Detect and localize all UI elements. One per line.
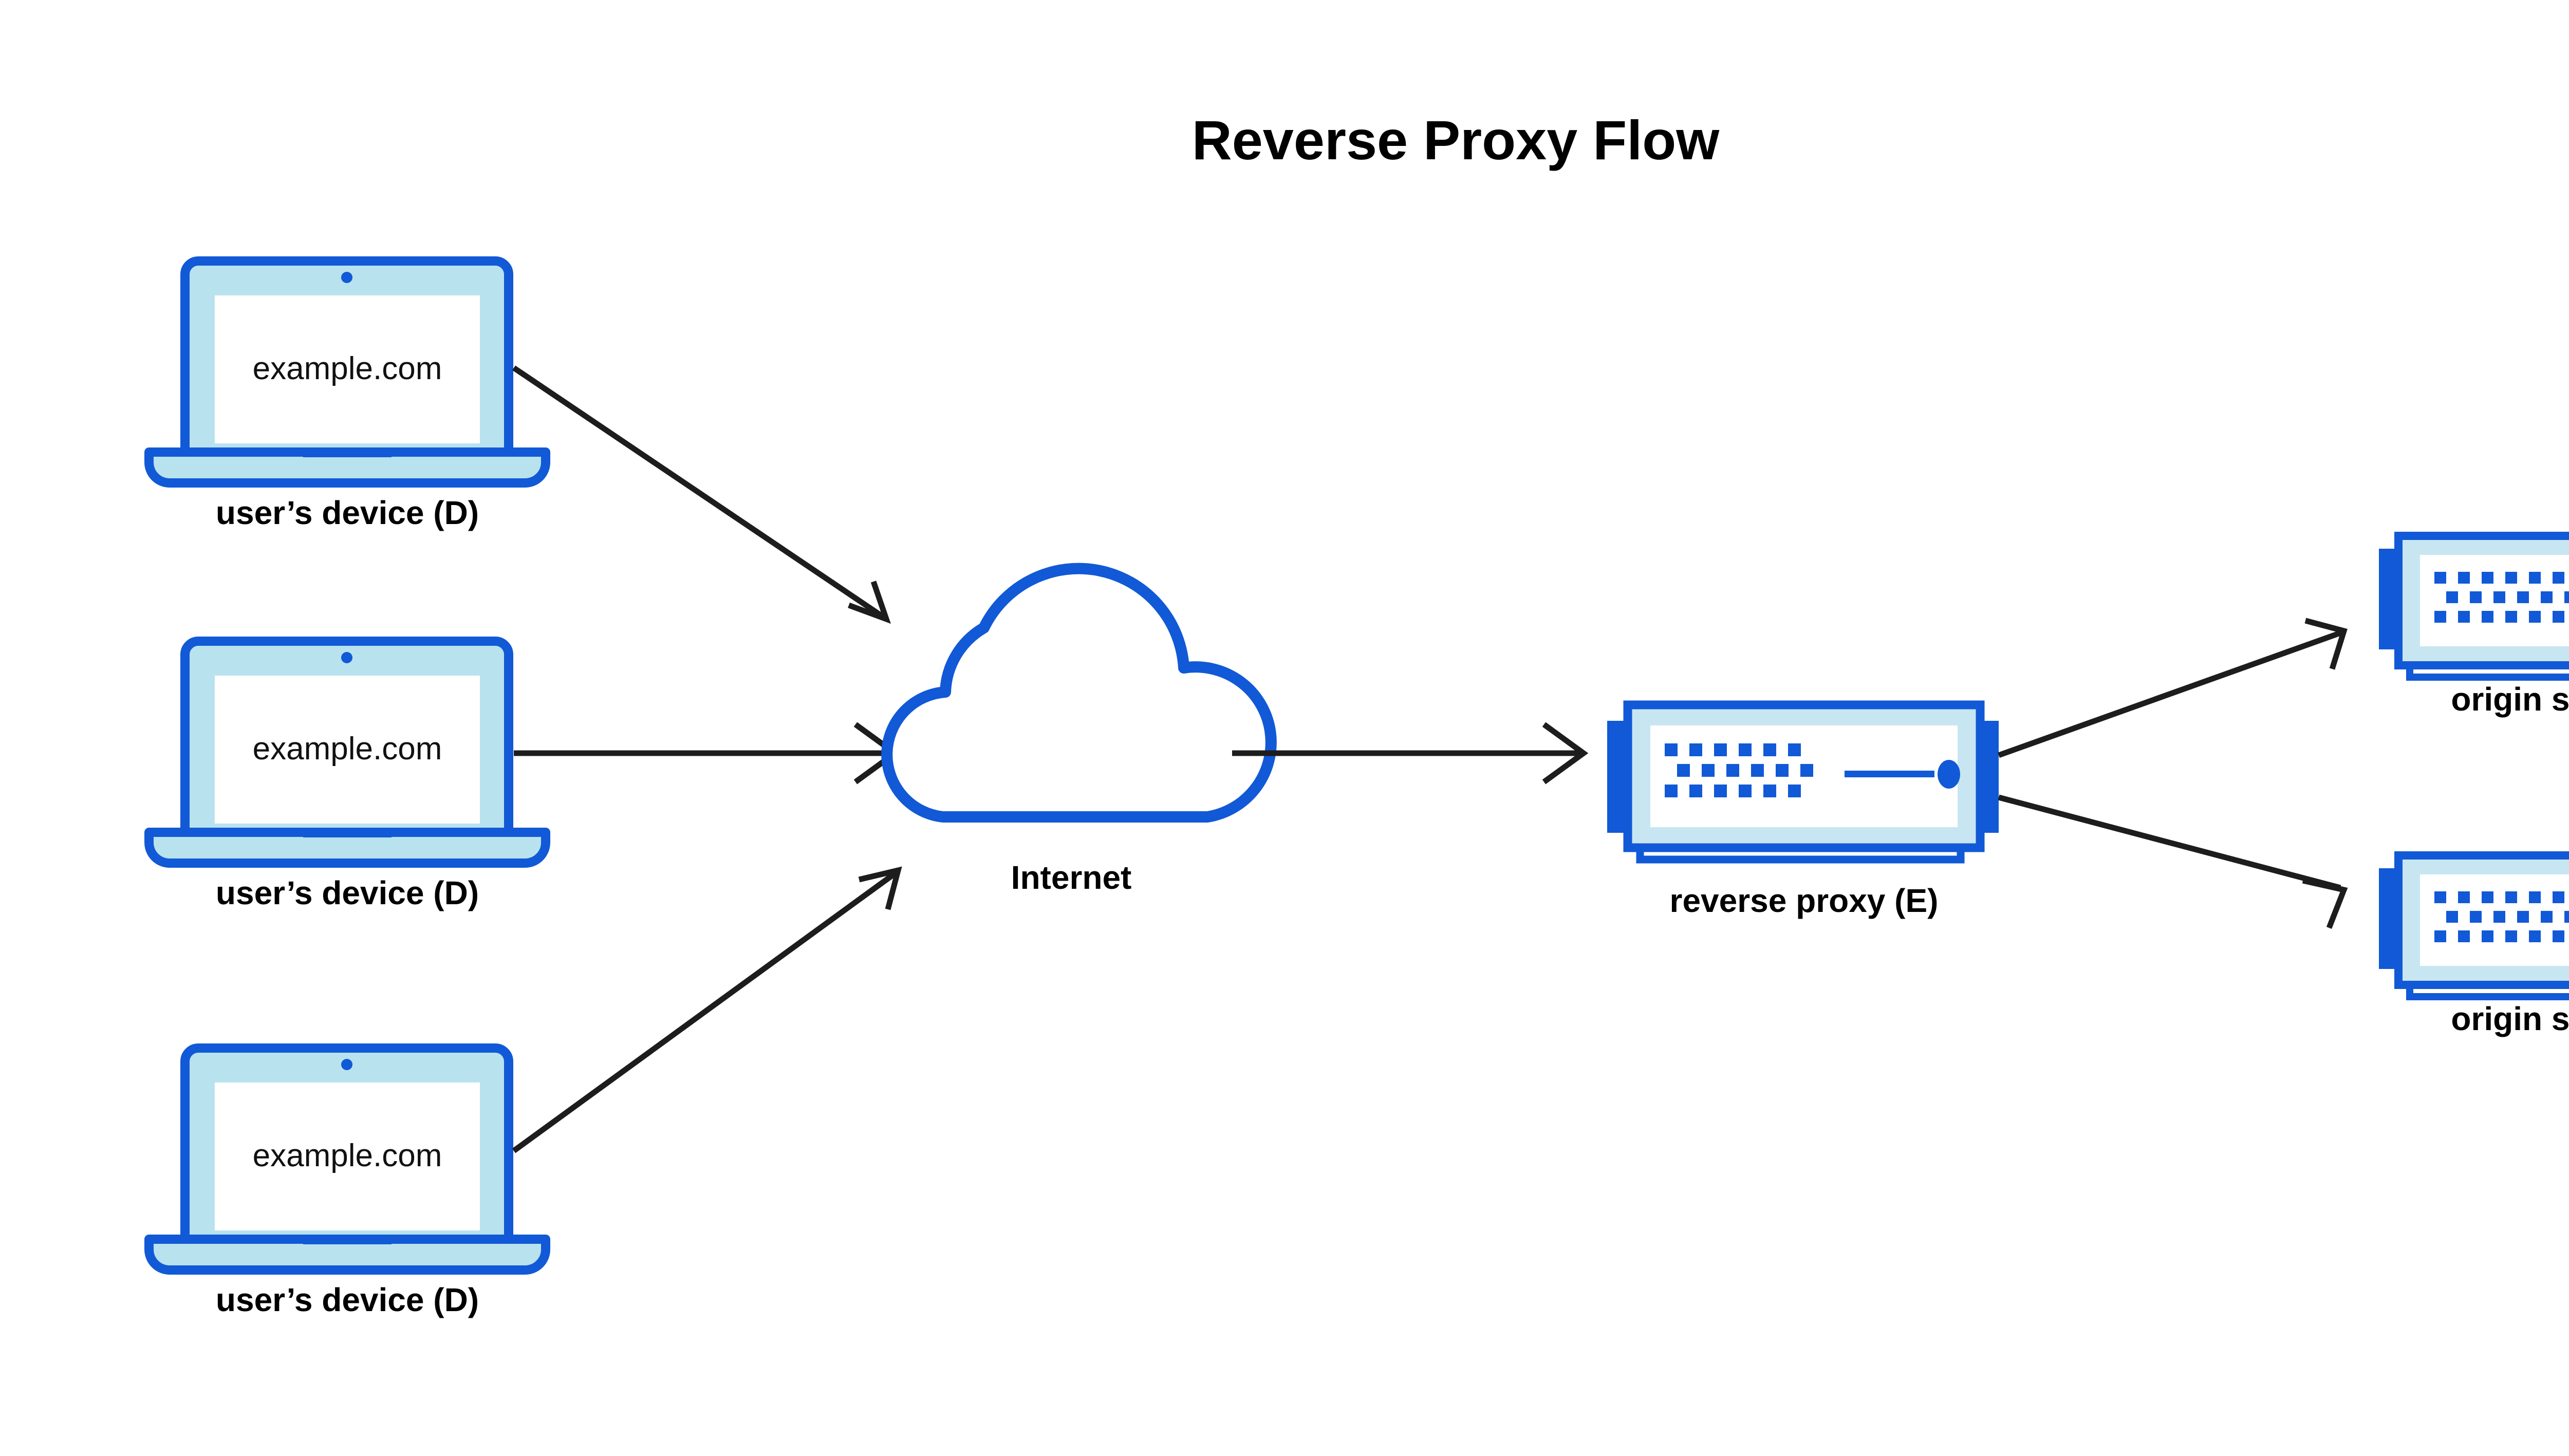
- client-middle-label: user’s device (D): [216, 874, 479, 911]
- server-status-line: [1845, 771, 1934, 777]
- laptop-screen: [215, 1082, 480, 1230]
- internet-label: Internet: [1011, 859, 1132, 896]
- webcam-icon: [341, 652, 352, 663]
- client-device-bottom[interactable]: example.com user’s device (D): [144, 1043, 550, 1318]
- client-device-top[interactable]: example.com user’s device (D): [144, 256, 550, 531]
- flow-arrows-proxy-to-origins: [1998, 618, 2348, 929]
- screen-url-text: example.com: [253, 351, 442, 386]
- reverse-proxy-server[interactable]: reverse proxy (E): [1607, 700, 1999, 919]
- server-vent-dots: [2434, 891, 2569, 942]
- arrow-client-top-to-internet: [512, 365, 891, 624]
- server-vent-dots: [1665, 743, 1813, 797]
- arrow-proxy-to-origin-bottom: [1998, 794, 2348, 929]
- cloud-icon: [881, 563, 1277, 823]
- laptop-base: [144, 447, 550, 488]
- screen-url-text: example.com: [253, 731, 442, 767]
- laptop-base: [144, 1235, 550, 1275]
- laptop-base: [144, 828, 550, 868]
- server-status-led: [1938, 760, 1960, 789]
- laptop-screen: [215, 676, 480, 824]
- webcam-icon: [341, 272, 352, 283]
- reverse-proxy-label: reverse proxy (E): [1670, 882, 1939, 919]
- arrow-client-bottom-to-internet: [512, 866, 902, 1153]
- origin-server-bottom[interactable]: origin server (F): [2379, 851, 2569, 1037]
- flow-arrows-clients-to-internet: [512, 365, 902, 1153]
- laptop-trackpad-notch: [303, 448, 392, 457]
- laptop-trackpad-notch: [303, 828, 392, 837]
- screen-url-text: example.com: [253, 1138, 442, 1173]
- origin-top-label: origin server (F): [2451, 681, 2569, 718]
- server-vent-dots: [2434, 572, 2569, 623]
- laptop-screen: [215, 295, 480, 443]
- arrow-proxy-to-origin-top: [1998, 618, 2348, 758]
- laptop-trackpad-notch: [303, 1235, 392, 1244]
- diagram-title: Reverse Proxy Flow: [1192, 109, 1720, 171]
- webcam-icon: [341, 1059, 352, 1070]
- client-top-label: user’s device (D): [216, 494, 479, 531]
- internet-cloud[interactable]: Internet: [881, 563, 1277, 896]
- origin-server-top[interactable]: origin server (F): [2379, 532, 2569, 718]
- client-bottom-label: user’s device (D): [216, 1281, 479, 1318]
- arrow-internet-to-reverse-proxy: [1232, 722, 1589, 785]
- origin-bottom-label: origin server (F): [2451, 1000, 2569, 1037]
- client-device-middle[interactable]: example.com user’s device (D): [144, 637, 550, 911]
- arrow-client-middle-to-internet: [514, 722, 900, 785]
